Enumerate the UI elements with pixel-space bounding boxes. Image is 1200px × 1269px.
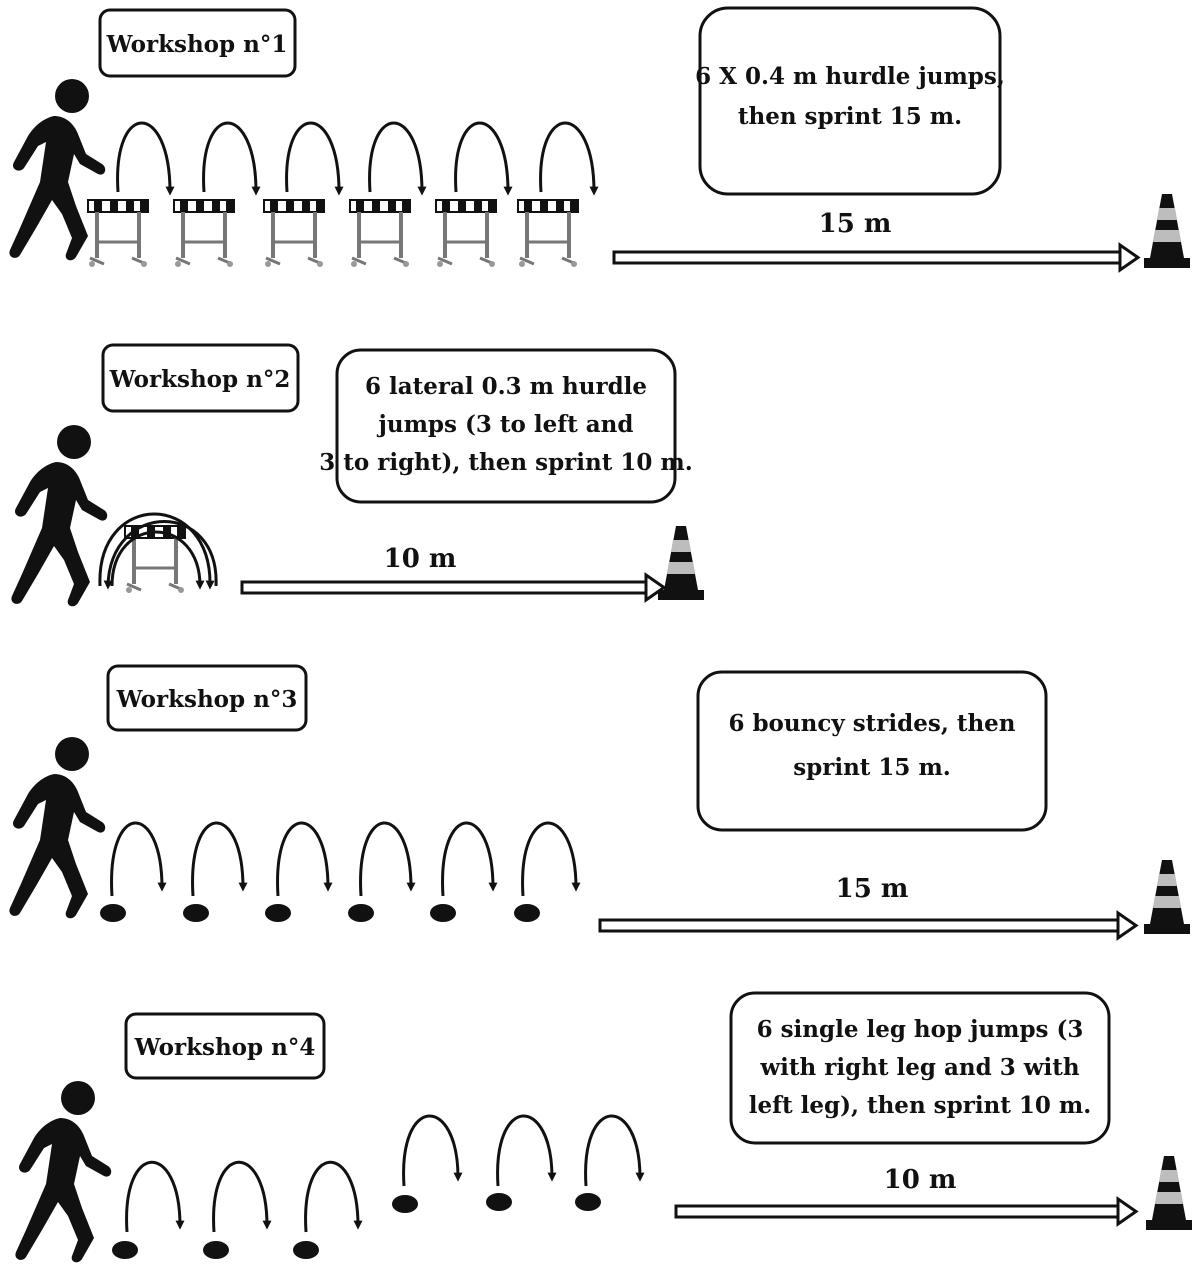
workshop-4-label: Workshop n°4	[134, 1034, 316, 1061]
lateral-jump-arrows	[98, 512, 218, 590]
jump-arrow	[539, 121, 599, 196]
workshop-4-description-line-1: 6 single leg hop jumps (3	[757, 1016, 1084, 1043]
workshop-2-description-line-2: jumps (3 to left and	[377, 411, 634, 438]
workshop-3: Workshop n°3 6 bouncy strides, then spri…	[9, 664, 1190, 941]
jump-arrow	[496, 1114, 557, 1187]
workshop-3-label: Workshop n°3	[116, 686, 298, 713]
jump-arrow	[441, 821, 498, 897]
jump-arrow	[191, 821, 248, 897]
sprint-arrow	[674, 1196, 1139, 1227]
workshop-4-description-line-2: with right leg and 3 with	[759, 1054, 1080, 1081]
workshop-1-label: Workshop n°1	[106, 31, 288, 58]
workshop-2-description-line-3: 3 to right), then sprint 10 m.	[319, 449, 692, 476]
jump-arrow	[304, 1160, 363, 1233]
jump-arrow	[584, 1114, 645, 1187]
workshop-2-label-box	[101, 343, 300, 413]
sprint-arrow	[612, 242, 1141, 273]
floor-marker-icon	[100, 904, 126, 922]
floor-marker-icon	[392, 1195, 418, 1213]
hurdle-row	[86, 198, 580, 269]
runner-icon	[15, 1081, 112, 1263]
jump-arrow	[212, 1160, 272, 1233]
workshop-4-label-box	[124, 1012, 326, 1080]
workshop-2-description-line-1: 6 lateral 0.3 m hurdle	[365, 373, 647, 400]
sprint-arrow	[240, 572, 667, 603]
workshop-4: Workshop n°4 6 single leg hop jumps (3 w…	[15, 991, 1192, 1263]
floor-marker-icon	[112, 1241, 138, 1259]
hurdle-icon	[262, 198, 326, 269]
jump-arrow	[276, 821, 333, 897]
workshop-1: Workshop n°1 6 X 0.4 m hurdle jumps, the…	[9, 6, 1190, 273]
workshop-2-distance: 10 m	[384, 544, 457, 574]
floor-marker-icon	[348, 904, 374, 922]
workshop-2-label: Workshop n°2	[109, 366, 291, 393]
hurdle-icon	[348, 198, 412, 269]
jump-arrow	[103, 520, 218, 590]
jump-arrow	[125, 1160, 185, 1233]
workshop-4-distance: 10 m	[884, 1165, 957, 1195]
workshop-1-description-line-2: then sprint 15 m.	[738, 103, 962, 130]
floor-marker-icon	[183, 904, 209, 922]
sprint-arrow	[598, 910, 1139, 941]
jump-arrows	[116, 121, 599, 196]
jump-arrow	[359, 821, 416, 897]
jump-arrow	[116, 121, 175, 196]
floor-marker-icon	[514, 904, 540, 922]
floor-marker-icon	[430, 904, 456, 922]
jump-arrow	[110, 530, 205, 590]
runner-icon	[11, 425, 108, 607]
workshop-1-label-box	[98, 8, 297, 78]
jump-arrow	[202, 121, 261, 196]
floor-marker-icon	[203, 1241, 229, 1259]
workshop-3-label-box	[106, 664, 308, 732]
traffic-cone-icon	[1146, 1156, 1192, 1230]
jump-arrow	[402, 1114, 463, 1187]
traffic-cone-icon	[1144, 194, 1190, 268]
workshop-2: Workshop n°2 6 lateral 0.3 m hurdle jump…	[11, 343, 704, 607]
stride-markers	[100, 904, 540, 922]
workshop-3-description-line-2: sprint 15 m.	[793, 754, 951, 781]
hurdle-icon	[516, 198, 580, 269]
jump-arrows	[125, 1114, 645, 1233]
floor-marker-icon	[575, 1193, 601, 1211]
workshop-4-description-line-3: left leg), then sprint 10 m.	[749, 1092, 1092, 1119]
jump-arrow	[368, 121, 427, 196]
workshop-1-description-line-1: 6 X 0.4 m hurdle jumps,	[695, 63, 1005, 90]
workshop-3-distance: 15 m	[836, 874, 909, 904]
workshop-1-distance: 15 m	[819, 209, 892, 239]
floor-marker-icon	[486, 1193, 512, 1211]
jump-arrow	[521, 821, 581, 897]
hurdle-icon	[172, 198, 236, 269]
runner-icon	[9, 79, 106, 261]
workshop-3-description-box	[696, 670, 1048, 832]
floor-marker-icon	[293, 1241, 319, 1259]
traffic-cone-icon	[658, 526, 704, 600]
workshop-1-description-box	[698, 6, 1002, 196]
jump-arrow	[98, 512, 215, 590]
floor-marker-icon	[265, 904, 291, 922]
workshop-4-description-box	[729, 991, 1111, 1145]
jump-arrow	[454, 121, 513, 196]
jump-arrow	[110, 821, 167, 897]
traffic-cone-icon	[1144, 860, 1190, 934]
runner-icon	[9, 737, 106, 919]
workshop-2-description-box	[335, 348, 677, 504]
hop-markers	[112, 1193, 601, 1259]
hurdle-icon	[86, 198, 150, 269]
jump-arrow	[285, 121, 344, 196]
hurdle-icon	[434, 198, 498, 269]
jump-arrows	[110, 821, 581, 897]
workshop-3-description-line-1: 6 bouncy strides, then	[728, 710, 1015, 737]
